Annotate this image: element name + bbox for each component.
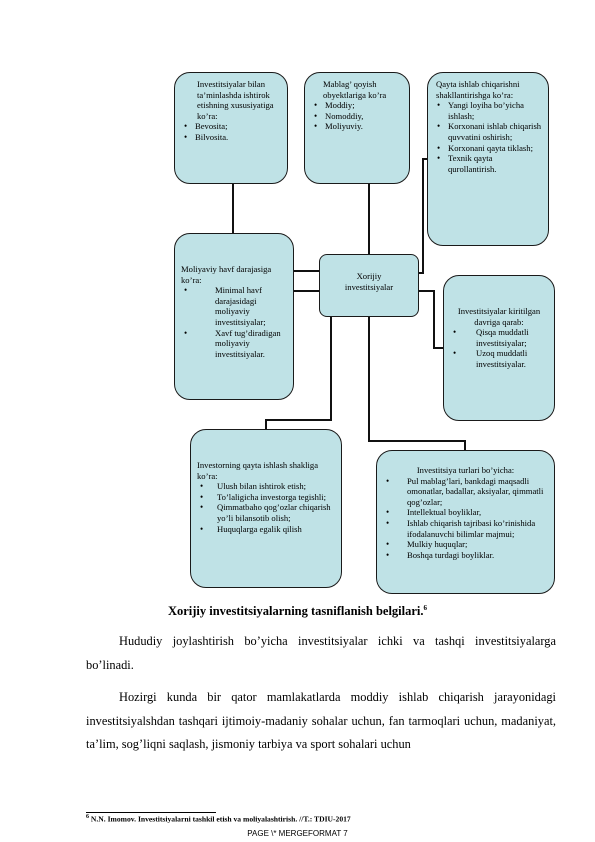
connector-line [293, 290, 320, 292]
page-number-field: PAGE \* MERGEFORMAT 7 [247, 829, 348, 838]
participation-title: Investitsiyalar bilan ta’minlashda ishti… [197, 79, 274, 121]
list-item: Moliyuviy. [311, 121, 403, 132]
list-item: Ishlab chiqarish tajribasi ko’rinishida … [383, 518, 548, 539]
list-item: Moddiy; [311, 100, 403, 111]
connector-line [368, 316, 370, 442]
footnote-text: N.N. Imomov. Investitsiyalarni tashkil e… [90, 814, 351, 824]
list-item: Korxonani qayta tiklash; [434, 143, 542, 154]
connector-line [418, 272, 424, 274]
list-item: Pul mablag’lari, bankdagi maqsadli omona… [383, 476, 548, 508]
footnote-number: 6 [86, 814, 89, 820]
reproduction-title: Qayta ishlab chiqarishni shakllantirishg… [436, 79, 520, 100]
connector-line [433, 347, 443, 349]
list-item: Xavf tug’diradigan moliyaviy investitsiy… [181, 328, 287, 360]
list-item: Qimmatbaho qog’ozlar chiqarish yo’li bil… [197, 502, 335, 523]
figure-caption: Xorijiy investitsiyalarning tasniflanish… [0, 604, 595, 619]
paragraph-2: Hozirgi kunda bir qator mamlakatlarda mo… [86, 690, 556, 751]
list-item: Yangi loyiha bo’yicha ishlash; [434, 100, 542, 121]
list-item: Minimal havf darajasidagi moliyaviy inve… [181, 285, 287, 327]
list-item: To’laligicha investorga tegishli; [197, 492, 335, 503]
connector-line [418, 290, 435, 292]
objects-title: Mablag’ qoyish obyektlariga ko’ra [323, 79, 387, 100]
caption-footnote-ref[interactable]: 6 [423, 604, 428, 612]
connector-line [368, 183, 370, 254]
list-item: Uzoq muddatli investitsiyalar. [450, 348, 548, 369]
connector-line [422, 158, 427, 160]
connector-line [265, 419, 332, 421]
risk-box: Moliyaviy havf darajasiga ko’ra: Minimal… [174, 233, 294, 400]
term-title: Investitsiyalar kiritilgan davriga qarab… [457, 306, 541, 327]
footnote-divider [86, 812, 216, 813]
connector-line [265, 419, 267, 430]
types-title: Investitsiya turlari bo’yicha: [416, 465, 515, 475]
list-item: Korxonani ishlab chiqarish quvvatini osh… [434, 121, 542, 142]
footnote: 6 N.N. Imomov. Investitsiyalarni tashkil… [86, 814, 351, 824]
center-box: Xorijiy investitsiyalar [319, 254, 419, 317]
list-item: Nomoddiy, [311, 111, 403, 122]
connector-line [464, 440, 466, 450]
reproduction-box: Qayta ishlab chiqarishni shakllantirishg… [427, 72, 549, 246]
connector-line [232, 183, 234, 271]
list-item: Mulkiy huquqlar; [383, 539, 548, 550]
list-item: Qisqa muddatli investitsiyalar; [450, 327, 548, 348]
classification-diagram: Investitsiyalar bilan ta’minlashda ishti… [0, 0, 595, 600]
connector-line [330, 316, 332, 420]
term-box: Investitsiyalar kiritilgan davriga qarab… [443, 275, 555, 421]
list-item: Texnik qayta qurollantirish. [434, 153, 542, 174]
objects-box: Mablag’ qoyish obyektlariga ko’ra Moddiy… [304, 72, 410, 184]
list-item: Intellektual boyliklar, [383, 507, 548, 518]
paragraph-1: Hududiy joylashtirish bo’yicha investits… [86, 634, 556, 672]
list-item: Bilvosita. [181, 132, 281, 143]
connector-line [422, 158, 424, 274]
types-box: Investitsiya turlari bo’yicha: Pul mabla… [376, 450, 555, 594]
investor-title: Investorning qayta ishlash shakliga ko’r… [197, 460, 319, 481]
connector-line [368, 440, 466, 442]
center-title: Xorijiy investitsiyalar [344, 271, 394, 292]
list-item: Huquqlarga egalik qilish [197, 524, 335, 535]
participation-box: Investitsiyalar bilan ta’minlashda ishti… [174, 72, 288, 184]
connector-line [433, 290, 435, 349]
list-item: Boshqa turdagi boyliklar. [383, 550, 548, 561]
investor-box: Investorning qayta ishlash shakliga ko’r… [190, 429, 342, 588]
list-item: Bevosita; [181, 121, 281, 132]
caption-text: Xorijiy investitsiyalarning tasniflanish… [167, 604, 424, 619]
risk-title: Moliyaviy havf darajasiga ko’ra: [181, 264, 272, 285]
list-item: Ulush bilan ishtirok etish; [197, 481, 335, 492]
